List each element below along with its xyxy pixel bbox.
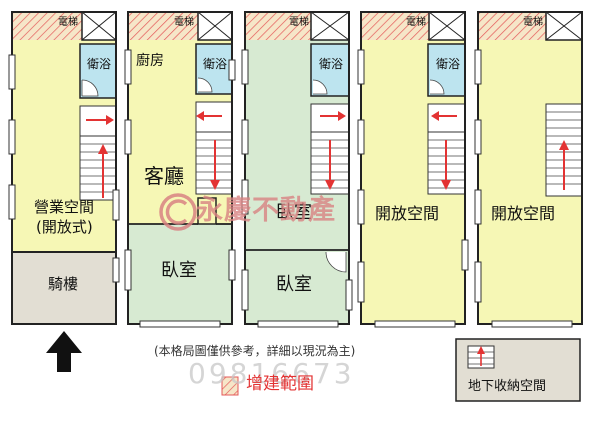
floor-plan-2 (124, 11, 236, 328)
entry-arrow-icon (46, 331, 82, 372)
open-type-label: (開放式) (36, 218, 93, 236)
elevator-label-1: 電梯 (58, 17, 78, 28)
extension-area (12, 12, 82, 40)
stair-arrow (431, 111, 457, 190)
arcade-label: 騎樓 (48, 275, 79, 293)
basement-legend-label: 地下收納空間 (468, 379, 547, 394)
floor-plan-5 (474, 11, 583, 328)
extension-legend-label: 增建範圍 (246, 374, 314, 394)
bedroom-label-3b: 臥室 (276, 274, 312, 295)
watermark-phone-text: 09816673 (188, 357, 355, 390)
elevator-label-2: 電梯 (174, 17, 194, 28)
stair-arrow (196, 111, 222, 190)
elevator-label-4: 電梯 (406, 17, 426, 28)
extension-area (361, 12, 429, 40)
elevator-label-5: 電梯 (523, 17, 543, 28)
bedroom-label-3a: 臥室 (276, 202, 312, 223)
extension-legend-swatch (221, 376, 239, 396)
bathroom-label-1: 衛浴 (87, 57, 112, 71)
elevator-label-3: 電梯 (289, 17, 309, 28)
bathroom-label-3: 衛浴 (319, 57, 344, 71)
bathroom-label-4: 衛浴 (436, 57, 461, 71)
stair-arrow (86, 115, 114, 198)
basement-legend-box (455, 338, 581, 402)
kitchen-label: 廚房 (136, 53, 164, 69)
open-space-label-4: 開放空間 (375, 204, 440, 223)
stair-arrow (320, 111, 346, 190)
watermark-brand-text: 永慶不動產 (196, 195, 336, 226)
floor-plan-3 (241, 11, 353, 328)
disclaimer-note: (本格局圖僅供參考，詳細以現況為主) (154, 344, 356, 358)
bathroom-label-2: 衛浴 (203, 57, 228, 71)
floor-plan-1 (8, 11, 120, 325)
living-room-label: 客廳 (144, 164, 184, 188)
extension-area (478, 12, 546, 40)
bedroom-label-2: 臥室 (161, 260, 197, 281)
watermark-logo-icon (159, 193, 197, 231)
business-space-label: 營業空間 (34, 198, 95, 216)
extension-area (245, 12, 311, 40)
floor-plan-4 (357, 11, 469, 328)
extension-area (128, 12, 198, 40)
stair-arrow (559, 140, 569, 190)
open-space-label-5: 開放空間 (491, 204, 556, 223)
